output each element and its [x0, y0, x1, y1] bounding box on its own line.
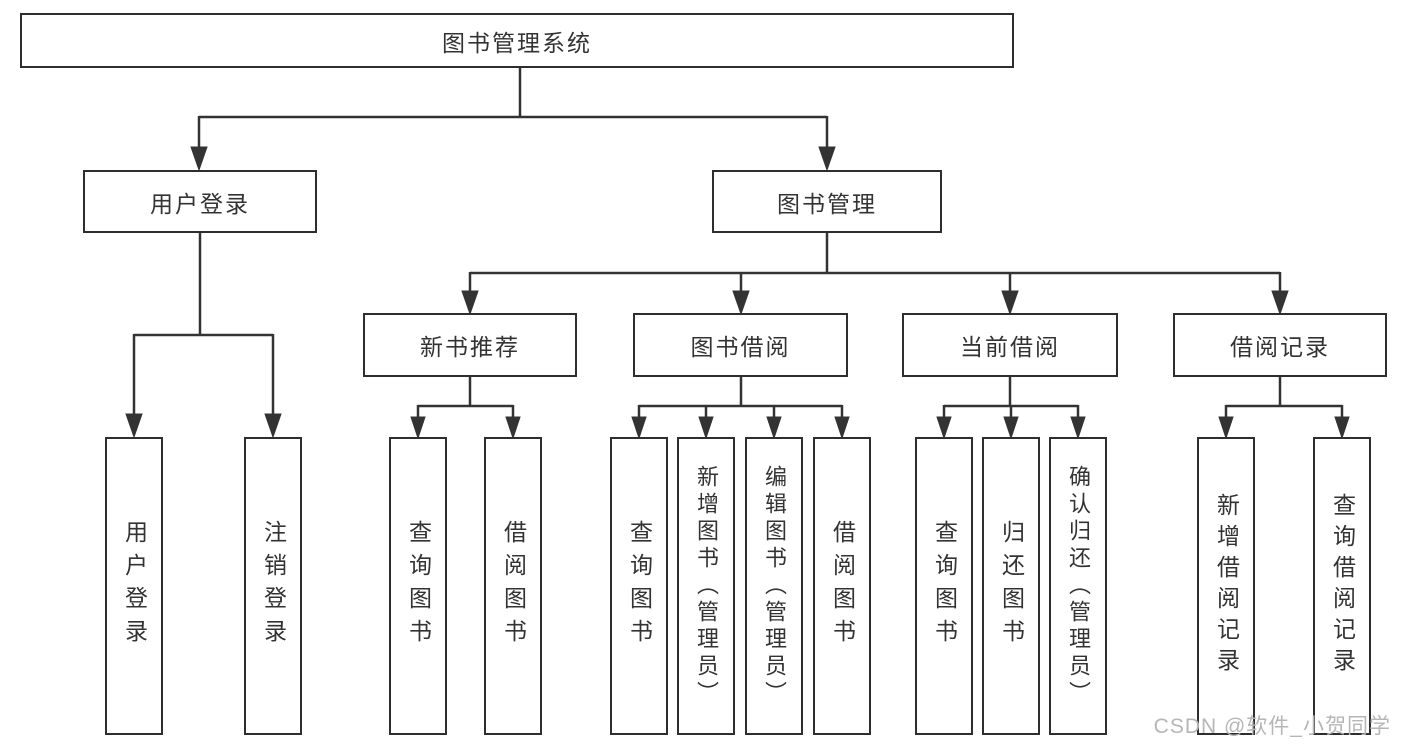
node-system-root: 图书管理系统 — [20, 13, 1014, 68]
leaf-query-borrow-record: 查询借阅记录 — [1313, 437, 1371, 735]
leaf-return-book: 归还图书 — [982, 437, 1040, 735]
leaf-query-books-current: 查询图书 — [915, 437, 973, 735]
watermark: CSDN @软件_小贺同学 — [1153, 715, 1391, 738]
leaf-logout: 注销登录 — [244, 437, 302, 735]
node-user-login: 用户登录 — [83, 170, 317, 233]
node-new-book-recommend: 新书推荐 — [363, 313, 577, 377]
leaf-user-login: 用户登录 — [105, 437, 163, 735]
leaf-query-books-recommend: 查询图书 — [389, 437, 447, 735]
leaf-add-borrow-record: 新增借阅记录 — [1197, 437, 1255, 735]
node-book-management: 图书管理 — [712, 170, 942, 233]
leaf-query-books-borrow: 查询图书 — [610, 437, 668, 735]
leaf-confirm-return-admin: 确认归还（管理员） — [1049, 437, 1107, 735]
leaf-borrow-books-recommend: 借阅图书 — [484, 437, 542, 735]
leaf-borrow-books-borrow: 借阅图书 — [813, 437, 871, 735]
node-book-borrow: 图书借阅 — [633, 313, 848, 377]
leaf-add-book-admin: 新增图书（管理员） — [677, 437, 735, 735]
node-current-borrow: 当前借阅 — [902, 313, 1118, 377]
leaf-edit-book-admin: 编辑图书（管理员） — [745, 437, 803, 735]
node-borrow-records: 借阅记录 — [1173, 313, 1387, 377]
